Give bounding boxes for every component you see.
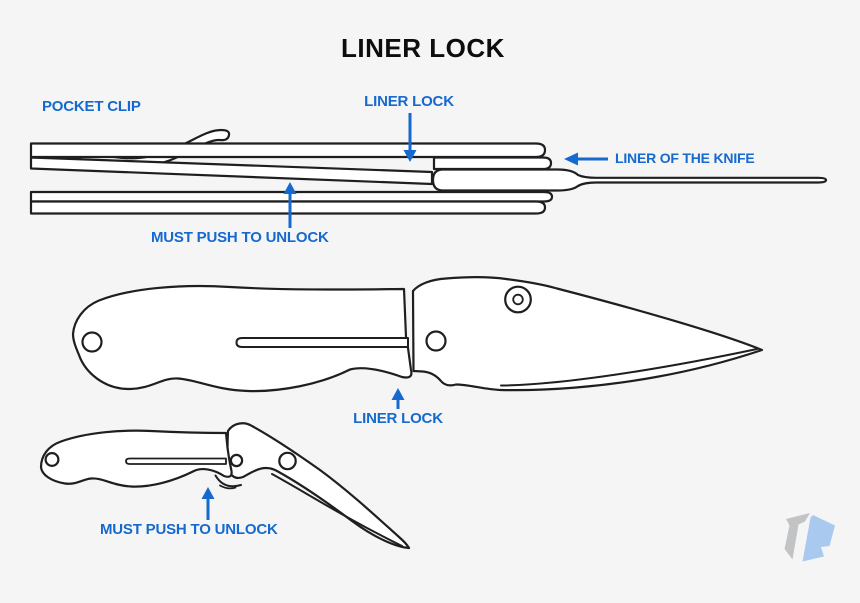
pocket-clip-label: POCKET CLIP	[42, 98, 141, 115]
arrow-up-icon-bottom	[201, 487, 215, 520]
open-knife-side-view	[71, 276, 764, 393]
page-title: LINER LOCK	[341, 33, 505, 63]
lock-bar-choil-curl	[214, 474, 242, 488]
top-scale-bar	[29, 142, 547, 159]
brand-logo-gray-part	[784, 513, 810, 560]
pivot-screw-inner	[512, 293, 524, 306]
thumb-hole-small	[278, 451, 297, 471]
lanyard-hole-small	[44, 452, 60, 468]
liner-lock-slot	[235, 337, 409, 348]
arrow-left-icon	[564, 152, 608, 166]
lanyard-hole	[81, 331, 103, 353]
blade-edge-grind-line	[500, 348, 758, 387]
liner-lock-top-label: LINER LOCK	[364, 93, 454, 110]
arrow-down-icon	[403, 113, 417, 162]
blade-open	[411, 276, 764, 392]
liner-bar-segment	[432, 156, 553, 171]
folded-knife-spine-view	[29, 128, 828, 215]
must-push-to-unlock-top-label: MUST PUSH TO UNLOCK	[151, 229, 329, 246]
liner-lock-middle-label: LINER LOCK	[353, 410, 443, 427]
blade-edge-grind-line-small	[271, 473, 403, 547]
closing-knife-side-view	[39, 422, 411, 550]
lock-bar-choil-curl-inner	[219, 484, 237, 490]
thumb-stud-hole	[425, 330, 447, 352]
pivot-hole-small	[229, 453, 244, 468]
annotation-arrows	[201, 113, 608, 520]
liner-lock-slot-small	[125, 457, 227, 465]
must-push-to-unlock-bottom-label: MUST PUSH TO UNLOCK	[100, 521, 278, 538]
liner-lock-bar-diagonal	[29, 156, 434, 186]
arrow-up-icon-middle	[391, 388, 405, 409]
arrow-up-icon-top	[283, 182, 297, 228]
liner-of-the-knife-label: LINER OF THE KNIFE	[615, 150, 755, 166]
brand-logo-icon	[784, 513, 835, 562]
brand-logo-blue-part	[802, 515, 835, 562]
blade-tang-spine-view	[431, 168, 828, 192]
blade-closing	[226, 422, 411, 550]
bottom-scale-bar	[29, 200, 547, 215]
